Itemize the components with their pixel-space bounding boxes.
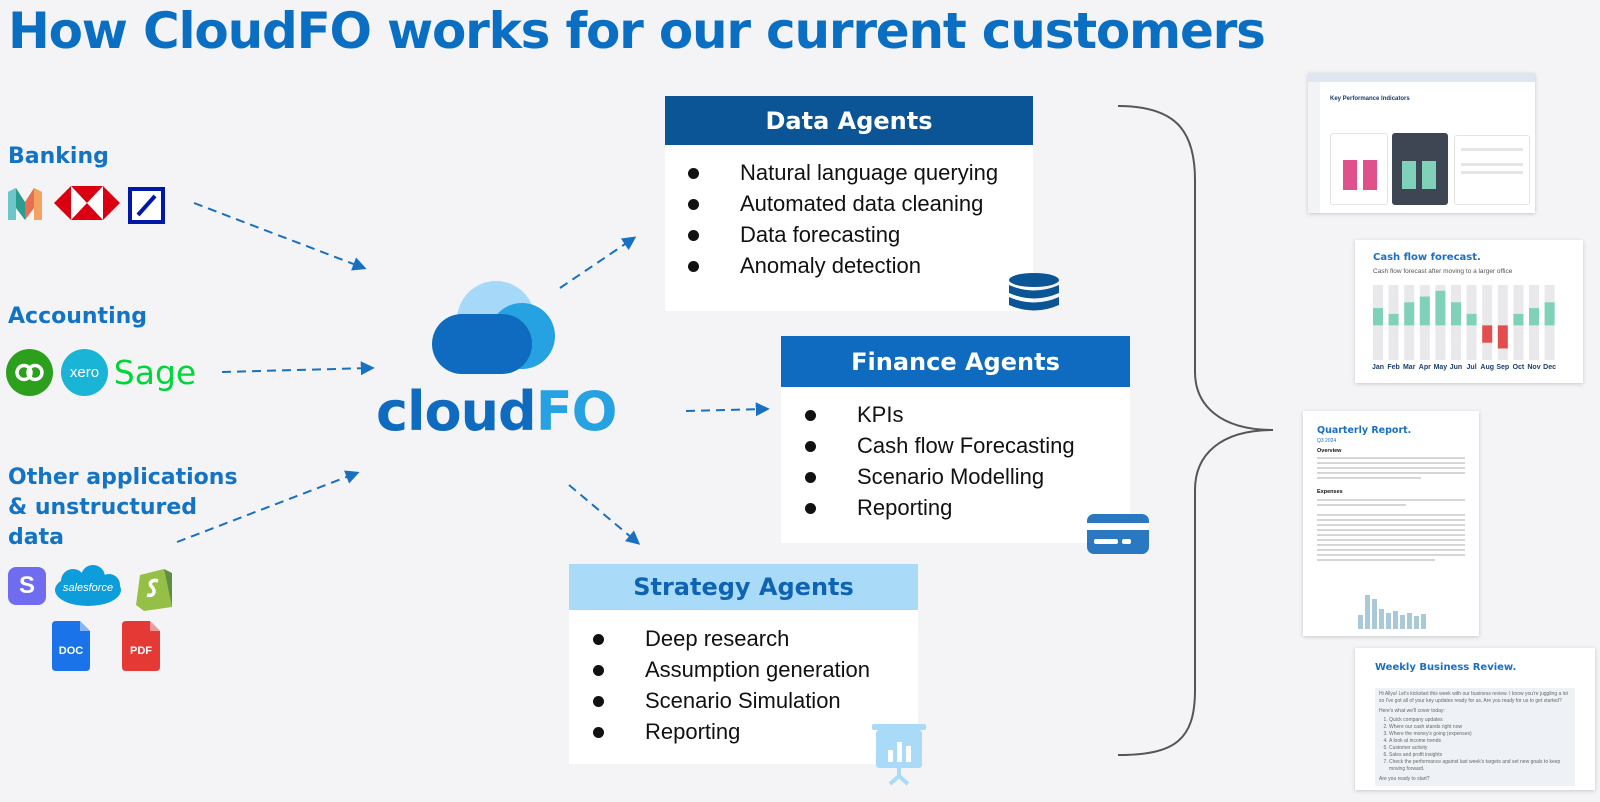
bar-track xyxy=(1497,285,1508,360)
weekly-message: Hi Allya! Let's kickstart this week with… xyxy=(1375,688,1575,786)
arrow-cloudfo-to-strategy xyxy=(568,484,641,545)
page-title: How CloudFO works for our current custom… xyxy=(8,2,1266,60)
bar-sep xyxy=(1497,325,1508,349)
bar-feb xyxy=(1388,313,1399,326)
quarterly-mini-chart xyxy=(1358,594,1438,629)
list-item: Scenario Modelling xyxy=(805,461,1130,492)
tick-label-mar: Mar xyxy=(1403,364,1416,371)
quarterly-subtitle: Q3 2024 xyxy=(1317,438,1337,444)
pdf-file-text: PDF xyxy=(130,645,152,657)
strategy-agents-list: Deep research Assumption generation Scen… xyxy=(569,610,918,747)
bar-apr xyxy=(1419,296,1430,326)
list-item: Reporting xyxy=(805,492,1130,523)
weekly-agenda-list: Quick company updates Where our cash sta… xyxy=(1379,717,1571,773)
stripe-logo-text: S xyxy=(18,572,35,599)
tick-label-apr: Apr xyxy=(1419,364,1431,371)
cloud-icon xyxy=(432,281,555,374)
cash-flow-forecast-preview: Cash flow forecast. Cash flow forecast a… xyxy=(1355,240,1583,383)
cloudfo-logo: cloudFO xyxy=(372,280,632,450)
banking-label: Banking xyxy=(8,144,109,169)
list-item: Natural language querying xyxy=(688,157,1010,188)
data-agents-list: Natural language querying Automated data… xyxy=(665,145,1033,281)
arrow-cloudfo-to-finance xyxy=(685,402,770,417)
quarterly-title: Quarterly Report. xyxy=(1317,425,1412,436)
list-item: Automated data cleaning xyxy=(688,188,1033,219)
quarterly-report-preview: Quarterly Report. Q3 2024 Overview Expen… xyxy=(1303,411,1479,636)
quickbooks-logo xyxy=(6,349,53,396)
monzo-logo xyxy=(6,186,44,224)
cashflow-title: Cash flow forecast. xyxy=(1373,252,1481,263)
tick-label-jul: Jul xyxy=(1467,364,1477,371)
tick-label-jan: Jan xyxy=(1372,364,1384,371)
sage-logo-text: Sage xyxy=(113,353,197,392)
list-item: Assumption generation xyxy=(593,654,918,685)
quarterly-overview-heading: Overview xyxy=(1317,448,1342,454)
presentation-chart-icon xyxy=(870,722,928,791)
bar-may xyxy=(1435,290,1446,326)
bar-nov xyxy=(1529,308,1539,326)
data-agents-card: Data Agents Natural language querying Au… xyxy=(665,96,1033,311)
database-icon xyxy=(1008,272,1060,321)
pdf-file-icon: PDF xyxy=(122,621,160,671)
data-agents-title: Data Agents xyxy=(665,96,1033,145)
xero-logo: xero xyxy=(61,349,108,396)
list-item: Deep research xyxy=(593,623,918,654)
bar-track xyxy=(1482,285,1493,360)
sage-logo: Sage xyxy=(113,350,197,395)
finance-agents-title: Finance Agents xyxy=(781,336,1130,387)
credit-card-icon xyxy=(1087,514,1149,559)
bar-aug xyxy=(1482,325,1493,343)
kpi-preview-title: Key Performance Indicators xyxy=(1330,96,1410,102)
shopify-logo xyxy=(134,563,176,611)
doc-file-icon: DOC xyxy=(52,621,90,671)
kpi-dashboard-preview: Key Performance Indicators xyxy=(1308,73,1535,213)
tick-label-sep: Sep xyxy=(1496,364,1509,371)
strategy-agents-title: Strategy Agents xyxy=(569,564,918,610)
list-item: Cash flow Forecasting xyxy=(805,430,1130,461)
finance-agents-card: Finance Agents KPIs Cash flow Forecastin… xyxy=(781,336,1130,543)
tick-label-oct: Oct xyxy=(1513,364,1525,371)
arrow-accounting-to-cloudfo xyxy=(221,361,375,376)
output-brace xyxy=(1117,105,1274,756)
arrow-other-to-cloudfo xyxy=(176,470,360,543)
cloudfo-wordmark: cloudFO xyxy=(376,380,618,443)
bar-jul xyxy=(1466,313,1477,326)
bar-mar xyxy=(1404,302,1415,326)
bar-dec xyxy=(1544,302,1555,326)
bar-jun xyxy=(1451,302,1461,326)
stripe-logo: S xyxy=(8,567,46,605)
weekly-business-review-preview: Weekly Business Review. Hi Allya! Let's … xyxy=(1355,648,1595,790)
weekly-title: Weekly Business Review. xyxy=(1375,662,1517,673)
tick-label-may: May xyxy=(1434,364,1448,371)
salesforce-logo: salesforce xyxy=(53,565,123,611)
finance-agents-list: KPIs Cash flow Forecasting Scenario Mode… xyxy=(781,387,1130,523)
list-item: Reporting xyxy=(593,716,918,747)
doc-file-text: DOC xyxy=(58,645,84,657)
list-item: Data forecasting xyxy=(688,219,1033,250)
arrow-banking-to-cloudfo xyxy=(193,202,367,271)
bar-jan xyxy=(1373,308,1383,326)
list-item: Scenario Simulation xyxy=(593,685,918,716)
xero-logo-text: xero xyxy=(69,364,100,381)
tick-label-dec: Dec xyxy=(1543,364,1556,371)
quarterly-expenses-heading: Expenses xyxy=(1317,489,1343,495)
strategy-agents-card: Strategy Agents Deep research Assumption… xyxy=(569,564,918,764)
other-applications-label: Other applications & unstructured data xyxy=(8,465,238,550)
tick-label-jun: Jun xyxy=(1450,364,1462,371)
salesforce-logo-text: salesforce xyxy=(62,582,114,594)
tick-label-nov: Nov xyxy=(1527,364,1540,371)
tick-label-feb: Feb xyxy=(1387,364,1399,371)
list-item: KPIs xyxy=(805,399,1130,430)
list-item: Anomaly detection xyxy=(688,250,1033,281)
bar-oct xyxy=(1513,313,1524,326)
tick-label-aug: Aug xyxy=(1480,364,1494,371)
cashflow-subtitle: Cash flow forecast after moving to a lar… xyxy=(1373,268,1513,275)
accounting-label: Accounting xyxy=(8,304,148,329)
deutsche-bank-logo xyxy=(128,187,165,224)
hsbc-logo xyxy=(54,186,120,220)
